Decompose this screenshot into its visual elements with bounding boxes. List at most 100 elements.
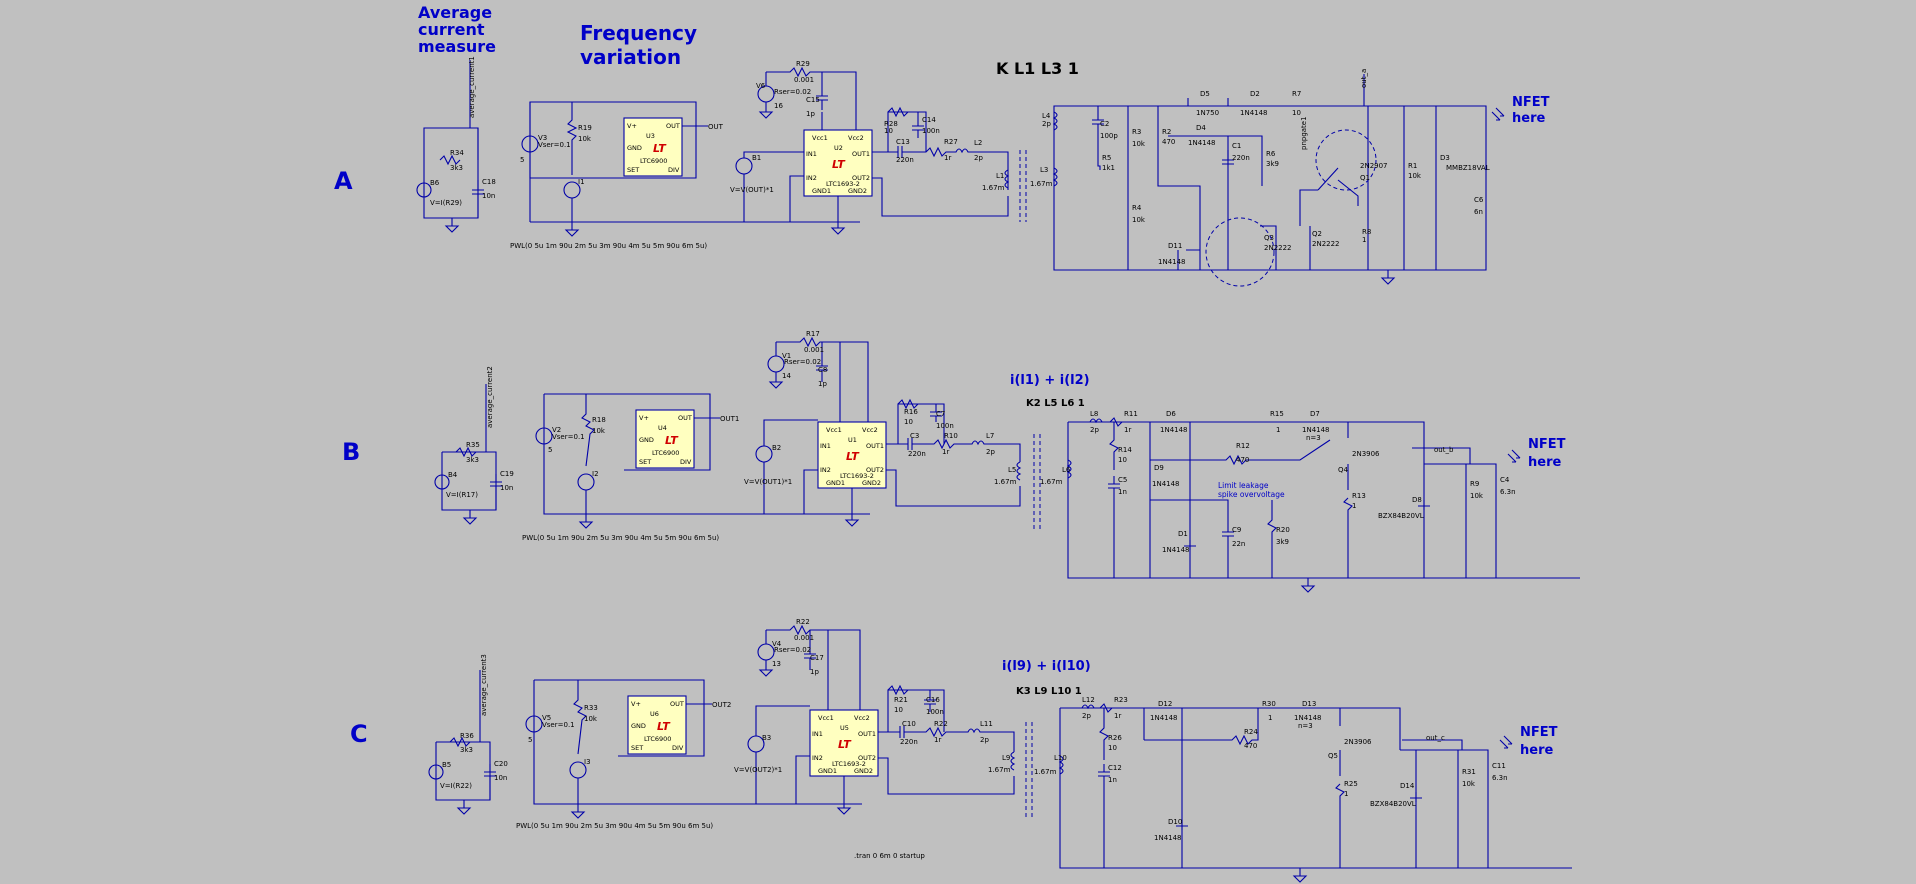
u4-pin-set: SET xyxy=(639,458,651,466)
c1-value: 220n xyxy=(1232,154,1250,162)
driver-block-a: Vcc1 Vcc2 IN1 OUT1 IN2 OUT2 GND1 GND2 LT… xyxy=(730,60,1010,235)
r5-ref: R5 xyxy=(1102,154,1111,162)
v4-rser: Rser=0.02 xyxy=(774,646,811,654)
r18-value: 10k xyxy=(592,427,606,435)
section-letter-b: B xyxy=(342,438,360,466)
nfet-note-b: NFET here xyxy=(1507,437,1566,470)
r15-value: 1 xyxy=(1276,426,1280,434)
u5-pin-gnd1: GND1 xyxy=(818,767,837,775)
avg-heading-line3: measure xyxy=(418,37,496,56)
avg-measure-block-c: R36 3k3 C20 10n B5 V=I(R22) average_curr… xyxy=(428,654,508,815)
r10-value: 1r xyxy=(942,448,949,456)
r7-ref: R7 xyxy=(1292,90,1301,98)
r4-value: 10k xyxy=(1132,216,1146,224)
c15-ref: C15 xyxy=(806,96,820,104)
section-c: C i(l9) + i(l10) K3 L9 L10 1 R36 3k3 C20… xyxy=(350,618,1572,883)
net-out-b: out_b xyxy=(1434,446,1454,454)
d7-value: 1N4148 xyxy=(1302,426,1330,434)
r9-value: 10k xyxy=(1470,492,1484,500)
nfet-b-line1: NFET xyxy=(1528,437,1566,452)
timer-u4[interactable] xyxy=(635,409,695,469)
driver-u1[interactable] xyxy=(817,421,887,489)
u5-pin-in1: IN1 xyxy=(812,730,823,738)
d9-value: 1N4148 xyxy=(1152,480,1180,488)
d11-value: 1N4148 xyxy=(1158,258,1186,266)
b5-source-symbol[interactable] xyxy=(428,764,444,780)
v2-source-symbol[interactable] xyxy=(535,427,553,445)
driver-block-b: Vcc1 Vcc2 IN1 OUT1 IN2 OUT2 GND1 GND2 LT… xyxy=(744,330,1022,527)
r34-value: 3k3 xyxy=(450,164,463,172)
c20-value: 10n xyxy=(494,774,507,782)
note-b-line2: spike overvoltage xyxy=(1218,490,1285,499)
q1-ref: Q1 xyxy=(1360,174,1370,182)
pwl-c: PWL(0 5u 1m 90u 2m 5u 3m 90u 4m 5u 5m 90… xyxy=(516,822,713,830)
timer-u3[interactable] xyxy=(623,117,683,177)
r14-value: 10 xyxy=(1118,456,1127,464)
b1-ref: B1 xyxy=(752,154,761,162)
u6-pin-div: DIV xyxy=(672,744,684,752)
v3-rser: Vser=0.1 xyxy=(538,141,571,149)
b2-expr: V=V(OUT1)*1 xyxy=(744,478,792,486)
timer-u6[interactable] xyxy=(627,695,687,755)
current-expr-b: i(l1) + i(l2) xyxy=(1010,373,1090,388)
v5-source-symbol[interactable] xyxy=(525,715,543,733)
c19-value: 10n xyxy=(500,484,513,492)
u5-pin-out1: OUT1 xyxy=(858,730,876,738)
timer-block-b: V+ OUT GND SET DIV LT U4 LTC6900 OUT1 V2… xyxy=(522,393,870,542)
u4-part: LTC6900 xyxy=(652,449,679,457)
c14-ref: C14 xyxy=(922,116,936,124)
c4-value: 6.3n xyxy=(1500,488,1516,496)
v6-ref: V6 xyxy=(756,82,766,90)
current-expr-c: i(l9) + i(l10) xyxy=(1002,659,1091,674)
c10-value: 220n xyxy=(900,738,918,746)
c10-ref: C10 xyxy=(902,720,916,728)
r15-ref: R15 xyxy=(1270,410,1284,418)
u1-pin-out1: OUT1 xyxy=(866,442,884,450)
tran-directive[interactable]: .tran 0 6m 0 startup xyxy=(854,852,925,860)
c2-value: 100p xyxy=(1100,132,1118,140)
l5-ref: L5 xyxy=(1008,466,1016,474)
transformer-core-a xyxy=(1019,150,1027,222)
r2-ref: R2 xyxy=(1162,128,1171,136)
driver-u5[interactable] xyxy=(809,709,879,777)
v2-volts: 5 xyxy=(548,446,552,454)
l3-value: 1.67m xyxy=(1030,180,1053,188)
net-out-a-top: out_a xyxy=(1360,69,1368,88)
r16-value: 10 xyxy=(904,418,913,426)
r3-value: 10k xyxy=(1132,140,1146,148)
b6-source-symbol[interactable] xyxy=(416,182,432,198)
r22-ref: R22 xyxy=(796,618,810,626)
r2-value: 470 xyxy=(1162,138,1175,146)
v3-source-symbol[interactable] xyxy=(521,135,539,153)
d7-ref: D7 xyxy=(1310,410,1320,418)
r26-ref: R26 xyxy=(1108,734,1122,742)
c16-ref: C16 xyxy=(926,696,940,704)
b1-source-symbol[interactable] xyxy=(735,157,753,175)
r1-value: 10k xyxy=(1408,172,1422,180)
u1-pin-vcc1: Vcc1 xyxy=(826,426,842,434)
l10-ref: L10 xyxy=(1054,754,1067,762)
u4-pin-div: DIV xyxy=(680,458,692,466)
c19-ref: C19 xyxy=(500,470,514,478)
v4-ref: V4 xyxy=(772,640,782,648)
driver-u2[interactable] xyxy=(803,129,873,197)
b2-source-symbol[interactable] xyxy=(755,445,773,463)
nfet-note-c: NFET here xyxy=(1499,725,1558,758)
b4-source-symbol[interactable] xyxy=(434,474,450,490)
q4-ref: Q4 xyxy=(1338,466,1349,474)
u2-pin-gnd2: GND2 xyxy=(848,187,867,195)
l1-value: 1.67m xyxy=(982,184,1005,192)
q2-ref: Q2 xyxy=(1312,230,1322,238)
r31-ref: R31 xyxy=(1462,768,1476,776)
u5-ref: U5 xyxy=(840,724,849,732)
c12-value: 1n xyxy=(1108,776,1117,784)
r36-ref: R36 xyxy=(460,732,474,740)
r30-ref: R30 xyxy=(1262,700,1276,708)
u6-pin-gnd: GND xyxy=(631,722,646,730)
b3-ref: B3 xyxy=(762,734,771,742)
l2-ref: L2 xyxy=(974,139,982,147)
u3-pin-out: OUT xyxy=(666,122,680,130)
r23-value: 1r xyxy=(1114,712,1121,720)
dashed-circle-q1 xyxy=(1315,129,1377,191)
